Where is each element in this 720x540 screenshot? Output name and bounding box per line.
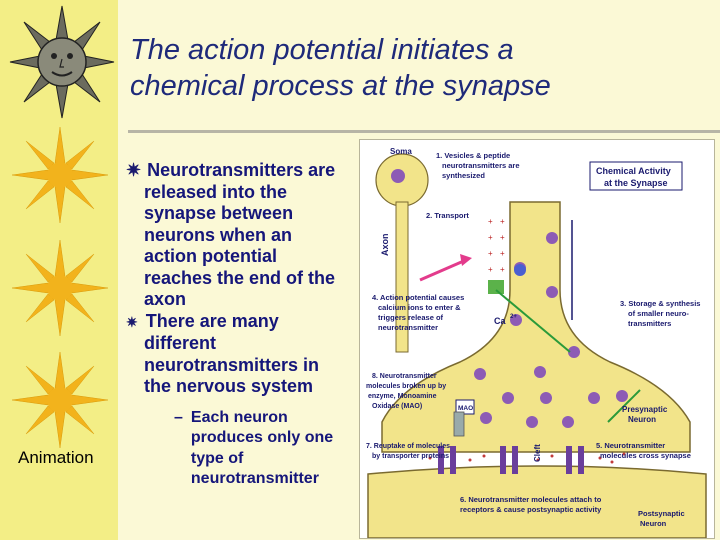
step4-label-3: triggers release of: [378, 313, 444, 322]
bullet-text: There are many different neurotransmitte…: [144, 310, 320, 397]
arrowhead: [460, 254, 472, 266]
synapse-diagram-svg: Axon Soma + + + + + + + + Chemical Activity at…: [366, 147, 707, 538]
bullet-item: ✷Neurotransmitters are released into the…: [126, 160, 346, 311]
nucleus: [391, 169, 405, 183]
svg-text:+: +: [500, 265, 505, 274]
title-line-1: The action potential initiates a: [130, 34, 514, 66]
synapse-diagram: Axon Soma + + + + + + + + Chemical Activity at…: [359, 139, 715, 539]
step6-label-1: 6. Neurotransmitter molecules attach to: [460, 495, 602, 504]
step4-label-1: 4. Action potential causes: [372, 293, 464, 302]
step8-label-1: 8. Neurotransmitter: [372, 373, 437, 380]
bullet-text: Neurotransmitters are released into the …: [144, 160, 336, 309]
step4-label-4: neurotransmitter: [378, 323, 438, 332]
step2-label: 2. Transport: [426, 211, 469, 220]
calcium-charge: 2+: [510, 314, 517, 320]
ion-channel: [488, 280, 504, 294]
postsynaptic-neuron: [367, 465, 707, 538]
presynaptic-label-1: Presynaptic: [622, 405, 668, 414]
svg-text:+: +: [488, 265, 493, 274]
postsynaptic-label-2: Neuron: [640, 519, 667, 528]
step5-label-2: molecules cross synapse: [600, 451, 691, 460]
sun-burst-icon: [11, 239, 109, 337]
membrane-charges: + + + + + + + +: [488, 217, 505, 274]
sub-bullet-text: Each neuron produces only one type of ne…: [190, 408, 334, 488]
axon-shaft: [395, 201, 409, 353]
calcium-label: Ca: [494, 316, 506, 326]
panel-title-2: at the Synapse: [604, 178, 668, 188]
mao-enzyme: [455, 399, 475, 415]
sun-burst-icon: [11, 351, 109, 449]
svg-text:+: +: [488, 233, 493, 242]
presynaptic-label-2: Neuron: [628, 415, 656, 424]
svg-text:+: +: [488, 217, 493, 226]
step3-label-2: of smaller neuro-: [628, 309, 689, 318]
step8-label-2: molecules broken up by: [366, 383, 446, 390]
step6-label-2: receptors & cause postsynaptic activity: [460, 505, 602, 514]
neurotransmitter-molecules: [428, 452, 626, 464]
soma-label: Soma: [390, 147, 412, 156]
step7-label-1: 7. Reuptake of molecules: [366, 443, 450, 450]
title-divider: [128, 130, 720, 133]
calcium-vesicle: [514, 264, 526, 276]
step8-label-3: enzyme, Monoamine: [368, 393, 437, 400]
title-area: [118, 0, 720, 130]
svg-text:+: +: [500, 233, 505, 242]
cleft-label: Cleft: [533, 444, 542, 462]
step5-label-1: 5. Neurotransmitter: [596, 441, 665, 450]
star-bullet-icon: ✷: [126, 313, 138, 330]
svg-text:+: +: [500, 249, 505, 258]
sun-burst-icon: [11, 126, 109, 224]
title-line-2: chemical process at the synapse: [130, 70, 551, 102]
step7-label-2: by transporter proteins: [372, 453, 449, 460]
bullet-list: ✷Neurotransmitters are released into the…: [126, 160, 346, 490]
svg-text:+: +: [488, 249, 493, 258]
transport-arrow: [419, 258, 467, 282]
step4-label-2: calcium ions to enter &: [378, 303, 461, 312]
sub-bullet-item: – Each neuron produces only one type of …: [126, 408, 346, 490]
release-arrow: [495, 289, 571, 353]
bullet-item: ✷ There are many different neurotransmitt…: [126, 311, 346, 398]
transporter-protein: [453, 411, 465, 437]
dash-bullet: –: [174, 408, 183, 426]
step3-label-1: 3. Storage & synthesis: [620, 299, 700, 308]
mao-label: MAO: [458, 405, 473, 412]
presynaptic-terminal: [381, 201, 691, 453]
cross-arrow: [607, 389, 641, 423]
axon-label: Axon: [380, 234, 390, 257]
sun-face-logo-icon: [9, 5, 115, 119]
step1-label-1: 1. Vesicles & peptide: [436, 151, 510, 160]
star-bullet-icon: ✷: [126, 160, 142, 180]
step3-label-3: transmitters: [628, 319, 671, 328]
slide-title: The action potential initiates a chemica…: [130, 32, 690, 104]
receptors: [438, 446, 584, 474]
panel-title-1: Chemical Activity: [596, 166, 671, 176]
svg-text:+: +: [500, 217, 505, 226]
postsynaptic-label-1: Postsynaptic: [638, 509, 685, 518]
step1-label-2: neurotransmitters are: [442, 161, 520, 170]
step1-label-3: synthesized: [442, 171, 485, 180]
vesicles: [474, 232, 628, 428]
animation-link[interactable]: Animation: [18, 448, 94, 467]
step8-label-4: Oxidase (MAO): [372, 403, 422, 410]
panel-title-box: [589, 161, 683, 191]
